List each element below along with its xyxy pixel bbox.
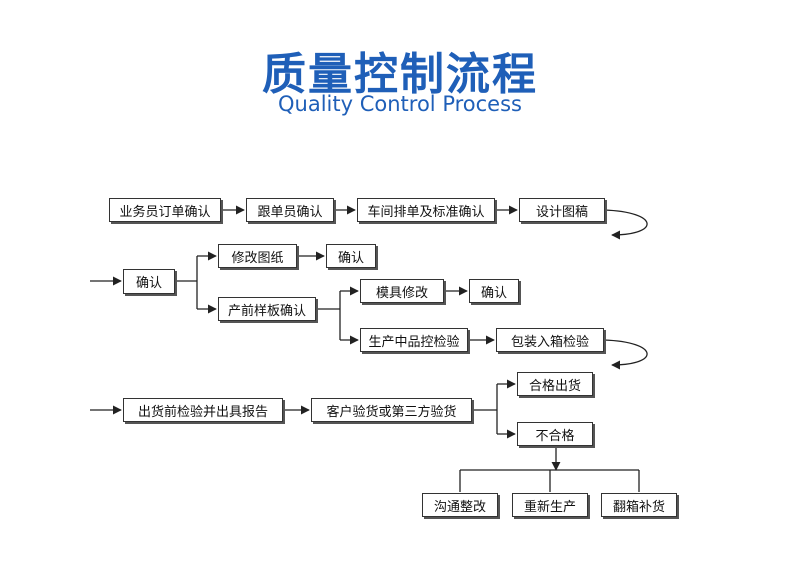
node-merch-confirm: 跟单员确认 <box>246 198 334 222</box>
node-pre-shipment: 出货前检验并出具报告 <box>123 398 283 422</box>
node-communicate: 沟通整改 <box>422 493 498 517</box>
node-packing-qc: 包装入箱检验 <box>496 328 604 352</box>
node-confirm-2: 确认 <box>326 244 376 268</box>
node-pass-ship: 合格出货 <box>517 372 593 396</box>
node-mold-modify: 模具修改 <box>360 279 444 303</box>
curve-design-return <box>603 209 648 240</box>
page-subtitle: Quality Control Process <box>278 92 522 116</box>
node-order-confirm: 业务员订单确认 <box>109 198 221 222</box>
node-confirm-1: 确认 <box>123 269 175 294</box>
page-title: 质量控制流程 <box>262 49 538 100</box>
node-fail: 不合格 <box>517 422 593 446</box>
curve-packing-return <box>603 339 648 370</box>
node-in-process-qc: 生产中品控检验 <box>360 328 468 352</box>
node-workshop-confirm: 车间排单及标准确认 <box>357 198 495 222</box>
node-confirm-3: 确认 <box>469 279 519 303</box>
node-reproduce: 重新生产 <box>512 493 588 517</box>
node-design-draft: 设计图稿 <box>519 198 605 222</box>
node-customer-qc: 客户验货或第三方验货 <box>311 398 472 422</box>
node-refurbish: 翻箱补货 <box>601 493 677 517</box>
node-modify-drawing: 修改图纸 <box>218 244 297 268</box>
node-sample-confirm: 产前样板确认 <box>218 297 316 321</box>
